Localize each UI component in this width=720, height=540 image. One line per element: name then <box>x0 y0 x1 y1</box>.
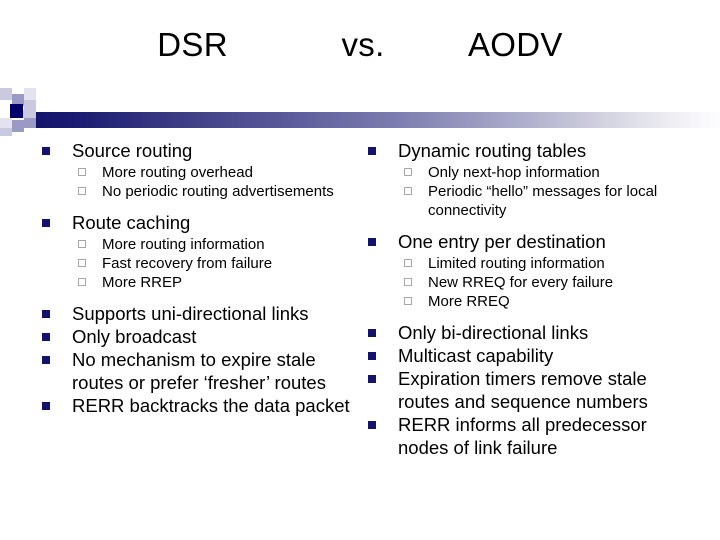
deco-square-b <box>24 88 36 100</box>
bullet-item: RERR backtracks the data packet <box>36 394 366 417</box>
bullet-item: One entry per destination <box>362 230 702 253</box>
column-aodv: Dynamic routing tables Only next-hop inf… <box>362 139 702 459</box>
sub-bullet-item: More RREQ <box>362 292 702 311</box>
bullet-square-icon <box>42 333 50 341</box>
sub-bullet-text: More RREP <box>102 274 183 291</box>
hollow-square-icon <box>404 259 412 267</box>
bullet-square-icon <box>42 310 50 318</box>
deco-square-navy <box>10 104 23 118</box>
sub-bullet-item: Only next-hop information <box>362 163 702 182</box>
sub-bullet-text: No periodic routing advertisements <box>102 183 334 200</box>
sub-bullet-item: More RREP <box>36 273 366 292</box>
bullet-square-icon <box>368 421 376 429</box>
bullet-square-icon <box>368 147 376 155</box>
bullet-item: Expiration timers remove stale routes an… <box>362 367 702 413</box>
header-decoration <box>0 88 720 136</box>
bullet-square-icon <box>42 356 50 364</box>
deco-square-i <box>0 128 12 136</box>
bullet-group: Dynamic routing tables Only next-hop inf… <box>362 139 702 220</box>
hollow-square-icon <box>404 297 412 305</box>
hollow-square-icon <box>404 187 412 195</box>
bullet-text: Only broadcast <box>72 326 197 347</box>
spacer <box>36 204 366 211</box>
hollow-square-icon <box>78 259 86 267</box>
sub-bullet-list: More routing overhead No periodic routin… <box>36 163 366 201</box>
spacer <box>36 295 366 302</box>
bullet-text: Expiration timers remove stale routes an… <box>398 368 648 412</box>
hollow-square-icon <box>404 168 412 176</box>
sub-bullet-list: Only next-hop information Periodic “hell… <box>362 163 702 220</box>
bullet-item: Multicast capability <box>362 344 702 367</box>
bullet-item: No mechanism to expire stale routes or p… <box>36 348 366 394</box>
sub-bullet-text: More routing overhead <box>102 164 253 181</box>
sub-bullet-item: Periodic “hello” messages for local conn… <box>362 182 702 220</box>
bullet-square-icon <box>42 147 50 155</box>
hollow-square-icon <box>78 278 86 286</box>
slide-title: DSR vs. AODV <box>157 26 563 63</box>
sub-bullet-text: Periodic “hello” messages for local conn… <box>428 183 658 219</box>
bullet-item: Source routing <box>36 139 366 162</box>
bullet-text: Source routing <box>72 140 193 161</box>
bullet-text: One entry per destination <box>398 231 606 252</box>
sub-bullet-item: No periodic routing advertisements <box>36 182 366 201</box>
bullet-text: Multicast capability <box>398 345 554 366</box>
bullet-text: Route caching <box>72 212 191 233</box>
spacer <box>362 223 702 230</box>
bullet-text: No mechanism to expire stale routes or p… <box>72 349 326 393</box>
sub-bullet-item: New RREQ for every failure <box>362 273 702 292</box>
bullet-square-icon <box>368 375 376 383</box>
sub-bullet-item: Fast recovery from failure <box>36 254 366 273</box>
deco-square-c <box>12 94 24 106</box>
sub-bullet-item: More routing overhead <box>36 163 366 182</box>
hollow-square-icon <box>78 168 86 176</box>
bullet-item: Route caching <box>36 211 366 234</box>
deco-square-h <box>12 120 24 132</box>
bullet-square-icon <box>42 402 50 410</box>
hollow-square-icon <box>78 187 86 195</box>
bullet-item: RERR informs all predecessor nodes of li… <box>362 413 702 459</box>
bullet-group: Source routing More routing overhead No … <box>36 139 366 201</box>
deco-square-f <box>24 118 36 128</box>
sub-bullet-list: Limited routing information New RREQ for… <box>362 254 702 311</box>
bullet-square-icon <box>368 329 376 337</box>
bullet-item: Only broadcast <box>36 325 366 348</box>
header-gradient-bar <box>36 112 720 128</box>
bullet-text: Supports uni-directional links <box>72 303 309 324</box>
deco-square-e <box>23 110 36 118</box>
sub-bullet-text: Only next-hop information <box>428 164 600 181</box>
sub-bullet-item: More routing information <box>36 235 366 254</box>
column-dsr: Source routing More routing overhead No … <box>36 139 366 417</box>
sub-bullet-text: Fast recovery from failure <box>102 255 273 272</box>
bullet-text: Dynamic routing tables <box>398 140 587 161</box>
bullet-square-icon <box>42 219 50 227</box>
bullet-group: Route caching More routing information F… <box>36 211 366 292</box>
bullet-square-icon <box>368 352 376 360</box>
bullet-item: Only bi-directional links <box>362 321 702 344</box>
deco-square-g <box>0 118 12 128</box>
sub-bullet-text: Limited routing information <box>428 255 605 272</box>
bullet-square-icon <box>368 238 376 246</box>
sub-bullet-text: More RREQ <box>428 293 510 310</box>
hollow-square-icon <box>404 278 412 286</box>
bullet-item: Supports uni-directional links <box>36 302 366 325</box>
deco-square-a <box>0 88 12 100</box>
spacer <box>362 314 702 321</box>
sub-bullet-text: New RREQ for every failure <box>428 274 614 291</box>
sub-bullet-text: More routing information <box>102 236 265 253</box>
sub-bullet-list: More routing information Fast recovery f… <box>36 235 366 292</box>
bullet-text: RERR informs all predecessor nodes of li… <box>398 414 647 458</box>
hollow-square-icon <box>78 240 86 248</box>
bullet-text: RERR backtracks the data packet <box>72 395 350 416</box>
bullet-item: Dynamic routing tables <box>362 139 702 162</box>
bullet-text: Only bi-directional links <box>398 322 589 343</box>
bullet-group: One entry per destination Limited routin… <box>362 230 702 311</box>
deco-square-d <box>24 100 36 112</box>
sub-bullet-item: Limited routing information <box>362 254 702 273</box>
